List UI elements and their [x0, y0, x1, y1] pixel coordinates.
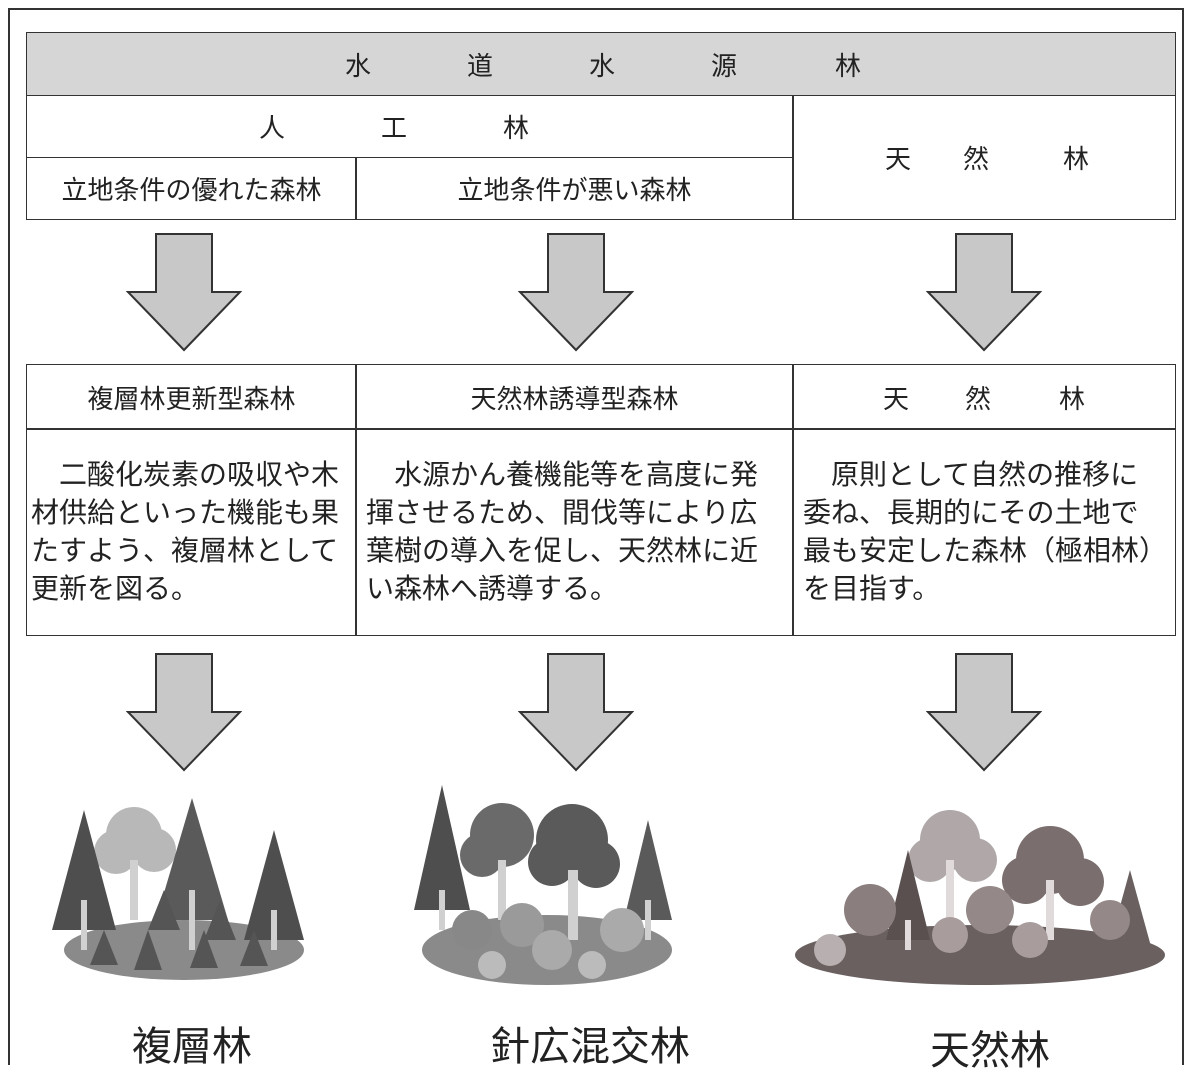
good-site-header: 立地条件の優れた森林 [26, 157, 357, 220]
type-name-label: 複層林更新型森林 [87, 384, 296, 415]
down-arrow-icon [518, 233, 634, 352]
description-text: 二酸化炭素の吸収や木材供給といった機能も果たすよう、複層林として更新を図る。 [31, 458, 340, 605]
result-label-mixed: 針広混交林 [490, 1024, 690, 1070]
type-name-natural: 天 然 林 [792, 364, 1176, 430]
down-arrow-icon [926, 653, 1042, 772]
description-induced: 水源かん養機能等を高度に発揮させるため、間伐等により広葉樹の導入を促し、天然林に… [355, 428, 794, 636]
down-arrow-icon [518, 653, 634, 772]
type-name-label: 天然林誘導型森林 [470, 384, 679, 415]
good-site-label: 立地条件の優れた森林 [61, 176, 322, 206]
natural-char: 天 [885, 145, 912, 175]
result-label-natural: 天然林 [930, 1028, 1050, 1074]
title-char: 道 [467, 51, 494, 82]
artificial-forest-header: 人 工 林 [26, 95, 794, 158]
artificial-char: 林 [503, 114, 530, 144]
title-char: 水 [345, 51, 372, 82]
description-multilayer: 二酸化炭素の吸収や木材供給といった機能も果たすよう、複層林として更新を図る。 [26, 428, 357, 636]
natural-forest-header: 天 然 林 [792, 95, 1176, 220]
multilayer-forest-illustration [52, 798, 304, 980]
down-arrow-icon [126, 233, 242, 352]
down-arrow-icon [126, 653, 242, 772]
natural-char: 林 [1063, 145, 1090, 175]
title-char: 林 [835, 51, 862, 82]
artificial-char: 工 [381, 114, 408, 144]
poor-site-header: 立地条件が悪い森林 [355, 157, 794, 220]
natural-char: 然 [965, 384, 992, 415]
artificial-char: 人 [259, 114, 286, 144]
type-name-multilayer: 複層林更新型森林 [26, 364, 357, 430]
title-char: 水 [589, 51, 616, 82]
description-text: 水源かん養機能等を高度に発揮させるため、間伐等により広葉樹の導入を促し、天然林に… [366, 458, 759, 605]
description-text: 原則として自然の推移に委ね、長期的にその土地で最も安定した森林（極相林）を目指す… [803, 458, 1154, 605]
diagram-frame [8, 8, 1184, 1065]
title-char: 源 [711, 51, 738, 82]
natural-forest-illustration [795, 810, 1165, 985]
natural-char: 然 [963, 145, 990, 175]
down-arrow-icon [926, 233, 1042, 352]
header-title: 水 道 水 源 林 [26, 32, 1176, 96]
natural-char: 林 [1059, 384, 1086, 415]
natural-char: 天 [883, 384, 910, 415]
description-natural: 原則として自然の推移に委ね、長期的にその土地で最も安定した森林（極相林）を目指す… [792, 428, 1176, 636]
result-label-multilayer: 複層林 [132, 1024, 252, 1070]
poor-site-label: 立地条件が悪い森林 [457, 176, 692, 206]
type-name-induced: 天然林誘導型森林 [355, 364, 794, 430]
mixed-forest-illustration [414, 785, 672, 985]
